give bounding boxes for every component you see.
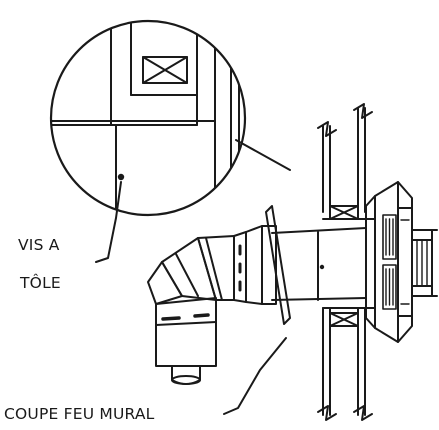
screw-label-line1: VIS A (18, 236, 60, 254)
leader-lines (95, 181, 287, 415)
wall-section (317, 103, 376, 421)
screw-leader (95, 181, 122, 263)
detail-magnifier (49, 19, 291, 217)
screw-label-line2: TÔLE (20, 274, 61, 292)
firestop-label: COUPE FEU MURAL (4, 405, 155, 423)
firestop-leader (223, 337, 287, 415)
vent-terminal (365, 181, 438, 343)
magnifier-connector (235, 139, 291, 171)
screw-dot-detail (117, 173, 125, 181)
firestop-plate (245, 205, 291, 325)
elbow-connector (147, 231, 247, 385)
screw-dot (319, 264, 325, 270)
